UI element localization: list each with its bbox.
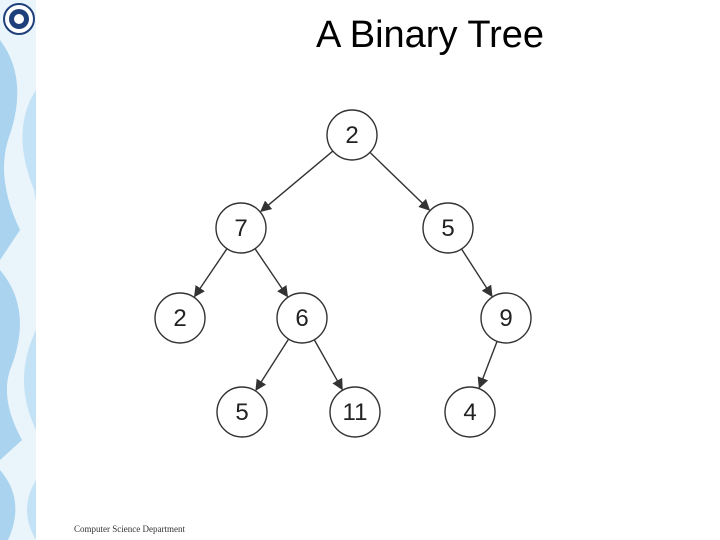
tree-edge (369, 151, 431, 211)
tree-node-label: 5 (441, 215, 454, 242)
tree-node-label: 2 (173, 305, 186, 332)
tree-node: 11 (329, 386, 381, 438)
tree-node: 7 (215, 202, 267, 254)
tree-node-circle (480, 292, 532, 344)
tree-node-label: 7 (234, 215, 247, 242)
band-swirl-4 (24, 330, 36, 430)
tree-node-circle (215, 202, 267, 254)
tree-node: 5 (422, 202, 474, 254)
tree-node: 5 (216, 386, 268, 438)
decorative-side-band (0, 0, 36, 540)
tree-node: 4 (444, 386, 496, 438)
tree-edge (460, 248, 493, 298)
footer-text: Computer Science Department (74, 524, 185, 534)
tree-node-circle (329, 386, 381, 438)
tree-edge (255, 338, 290, 392)
tree-node-circle (216, 386, 268, 438)
tree-node-circle (326, 109, 378, 161)
tree-node-label: 4 (463, 399, 476, 426)
band-swirl-5 (0, 470, 16, 540)
tree-edge (313, 339, 343, 391)
tree-node-label: 11 (343, 399, 368, 426)
tree-edges (193, 150, 498, 392)
tree-node-circle (444, 386, 496, 438)
tree-node: 9 (480, 292, 532, 344)
tree-nodes: 2 7 5 2 6 9 5 11 4 (154, 109, 532, 438)
tree-node: 2 (154, 292, 206, 344)
band-swirl-1 (0, 40, 20, 260)
tree-node: 2 (326, 109, 378, 161)
tree-node-circle (422, 202, 474, 254)
tree-node: 6 (276, 292, 328, 344)
tree-node-label: 5 (235, 399, 248, 426)
band-swirl-6 (27, 480, 36, 540)
band-swirl-2 (22, 90, 36, 200)
tree-node-circle (154, 292, 206, 344)
tree-edge (254, 248, 289, 298)
tree-node-label: 6 (295, 305, 308, 332)
tree-edge (260, 150, 334, 213)
tree-node-label: 9 (499, 305, 512, 332)
tree-edge (477, 341, 498, 389)
university-logo-icon (3, 3, 35, 35)
tree-node-label: 2 (345, 122, 358, 149)
slide-title: A Binary Tree (315, 14, 545, 56)
tree-edge (193, 248, 228, 298)
tree-node-circle (276, 292, 328, 344)
band-swirl-3 (0, 270, 22, 460)
